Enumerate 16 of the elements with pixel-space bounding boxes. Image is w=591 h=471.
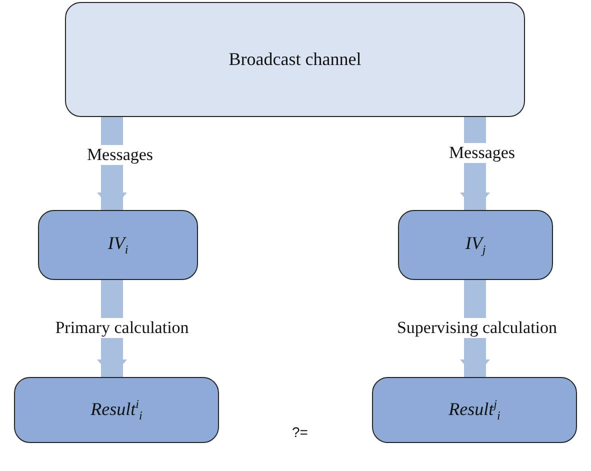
block-arrow bbox=[460, 280, 490, 377]
block-arrow bbox=[460, 117, 490, 210]
comparison-label: ?= bbox=[290, 424, 310, 440]
edge-label: Messages bbox=[446, 143, 518, 163]
node-label: IV$_{i}$ bbox=[108, 232, 128, 258]
process-box bbox=[38, 210, 198, 280]
process-box bbox=[398, 210, 553, 280]
edge-label: Messages bbox=[84, 145, 156, 165]
result-box bbox=[14, 377, 219, 443]
block-arrow bbox=[97, 280, 127, 377]
block-arrow bbox=[97, 117, 127, 210]
node-label: IV$_{j}$ bbox=[465, 232, 486, 258]
node-label: Broadcast channel bbox=[228, 49, 362, 70]
broadcast-box bbox=[65, 2, 525, 117]
result-box bbox=[372, 377, 577, 443]
edge-label: Primary calculation bbox=[53, 318, 191, 338]
